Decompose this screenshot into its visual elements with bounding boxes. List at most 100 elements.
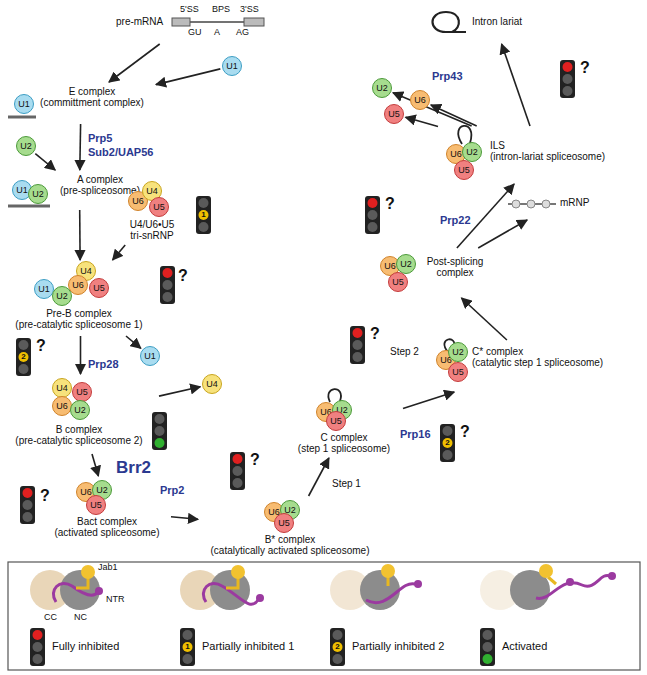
complex-label: mRNP xyxy=(560,197,600,208)
snrnp-name: U5 xyxy=(458,166,470,175)
snrnp-circle: U5 xyxy=(86,495,106,515)
rna-strand xyxy=(8,205,50,208)
arrow-connector xyxy=(80,336,82,374)
lamp xyxy=(183,654,193,664)
complex-name: C complex xyxy=(290,432,398,443)
snrnp-name: U2 xyxy=(32,190,44,199)
light-housing xyxy=(330,628,345,666)
pre-mrna-bar xyxy=(172,18,264,26)
complex-label: Post-splicing complex xyxy=(420,256,490,278)
light-housing xyxy=(152,412,167,450)
arrow-connector xyxy=(431,105,477,126)
complex-description: (pre-catalytic spliceosome 1) xyxy=(4,319,154,330)
arrow-connector xyxy=(79,124,81,170)
snrnp-name: U2 xyxy=(466,148,478,157)
light-number: 1 xyxy=(201,211,205,219)
protein-blob xyxy=(527,200,535,208)
arrow-connector xyxy=(309,458,329,496)
lamp xyxy=(563,74,573,84)
legend-text: Fully inhibited xyxy=(52,640,119,652)
complex-description: (step 1 spliceosome) xyxy=(290,443,398,454)
text-label: Step 1 xyxy=(332,478,361,489)
complex-description: (intron-lariat spliceosome) xyxy=(490,151,630,162)
snrnp-name: U2 xyxy=(56,292,68,301)
text-label: GU xyxy=(188,27,202,37)
snrnp-circle: U6 xyxy=(410,90,430,110)
lamp xyxy=(563,86,573,96)
lamp xyxy=(483,630,493,640)
light-housing xyxy=(160,266,175,304)
jab1-stick xyxy=(548,577,556,584)
traffic-light xyxy=(152,412,167,450)
snrnp-name: U5 xyxy=(93,284,105,293)
snrnp-name: U5 xyxy=(452,368,464,377)
protein-name: Prp16 xyxy=(400,428,431,440)
lamp xyxy=(23,500,33,510)
snrnp-circle: U2 xyxy=(372,78,392,98)
lamp xyxy=(183,630,193,640)
snrnp-name: U2 xyxy=(74,406,86,415)
snrnp-name: U1 xyxy=(144,352,156,361)
arrow-connector xyxy=(502,44,530,126)
arrow-connector xyxy=(478,220,527,248)
complex-name: A complex xyxy=(52,174,148,185)
arrow-connector xyxy=(126,336,141,348)
jab1-ball xyxy=(539,564,553,578)
arrow-connector xyxy=(35,154,55,170)
lamp xyxy=(368,198,378,208)
snrnp-name: U6 xyxy=(450,150,462,159)
snrnp-circle: U1 xyxy=(222,56,242,76)
complex-name: B complex xyxy=(4,424,154,435)
complex-description: (catalytically activated spliceosome) xyxy=(200,545,380,556)
exon xyxy=(244,18,264,26)
complex-label: E complex(committment complex) xyxy=(38,86,146,108)
snrnp-circle: U2 xyxy=(28,184,48,204)
lamp xyxy=(353,352,363,362)
lamp xyxy=(483,654,493,664)
snrnp-name: U6 xyxy=(384,262,396,271)
complex-name: E complex xyxy=(38,86,146,97)
snrnp-circle: U5 xyxy=(326,411,346,431)
complex-group: B complex(pre-catalytic spliceosome 2)U4… xyxy=(4,376,157,452)
light-number: 2 xyxy=(335,643,339,651)
snrnp-name: U5 xyxy=(330,417,342,426)
ntr-strand xyxy=(536,575,610,598)
snrnp-name: U4 xyxy=(206,380,218,389)
complex-group: C complex(step 1 spliceosome)U6U2U5 xyxy=(290,398,401,456)
traffic-light xyxy=(330,628,345,666)
lamp xyxy=(333,642,343,652)
light-number: 2 xyxy=(21,353,25,361)
lamp xyxy=(23,512,33,522)
state-illustration xyxy=(480,564,616,610)
ntr-strand xyxy=(53,583,98,602)
jab1-ball xyxy=(231,565,245,579)
complex-name: Intron lariat xyxy=(472,16,542,27)
protein-blob xyxy=(512,200,520,208)
text-label: NTR xyxy=(106,594,125,604)
protein-name: Prp43 xyxy=(432,70,463,82)
jab1-ball xyxy=(381,564,395,578)
snrnp-name: U6 xyxy=(56,402,68,411)
protein-name: Brr2 xyxy=(116,458,151,478)
snrnp-name: U5 xyxy=(388,110,400,119)
complex-description: tri-snRNP xyxy=(112,230,192,241)
snrnp-circle: U2 xyxy=(396,254,416,274)
text-label: CC xyxy=(44,612,57,622)
traffic-light xyxy=(180,628,195,666)
state-illustration xyxy=(330,564,422,610)
light-number: 1 xyxy=(185,643,189,651)
lamp xyxy=(233,466,243,476)
traffic-light xyxy=(350,326,365,364)
complex-group: Intron lariat xyxy=(420,8,570,42)
light-housing xyxy=(230,452,245,490)
arrow-connector xyxy=(113,245,126,260)
complex-group: E complex(committment complex)U1 xyxy=(8,84,154,122)
lamp xyxy=(333,654,343,664)
lamp xyxy=(19,352,29,362)
lamp xyxy=(443,426,453,436)
text-label: BPS xyxy=(212,4,230,14)
snrnp-circle: U5 xyxy=(448,362,468,382)
light-housing xyxy=(560,60,575,98)
arrow-connector xyxy=(393,93,472,126)
light-housing xyxy=(480,628,495,666)
